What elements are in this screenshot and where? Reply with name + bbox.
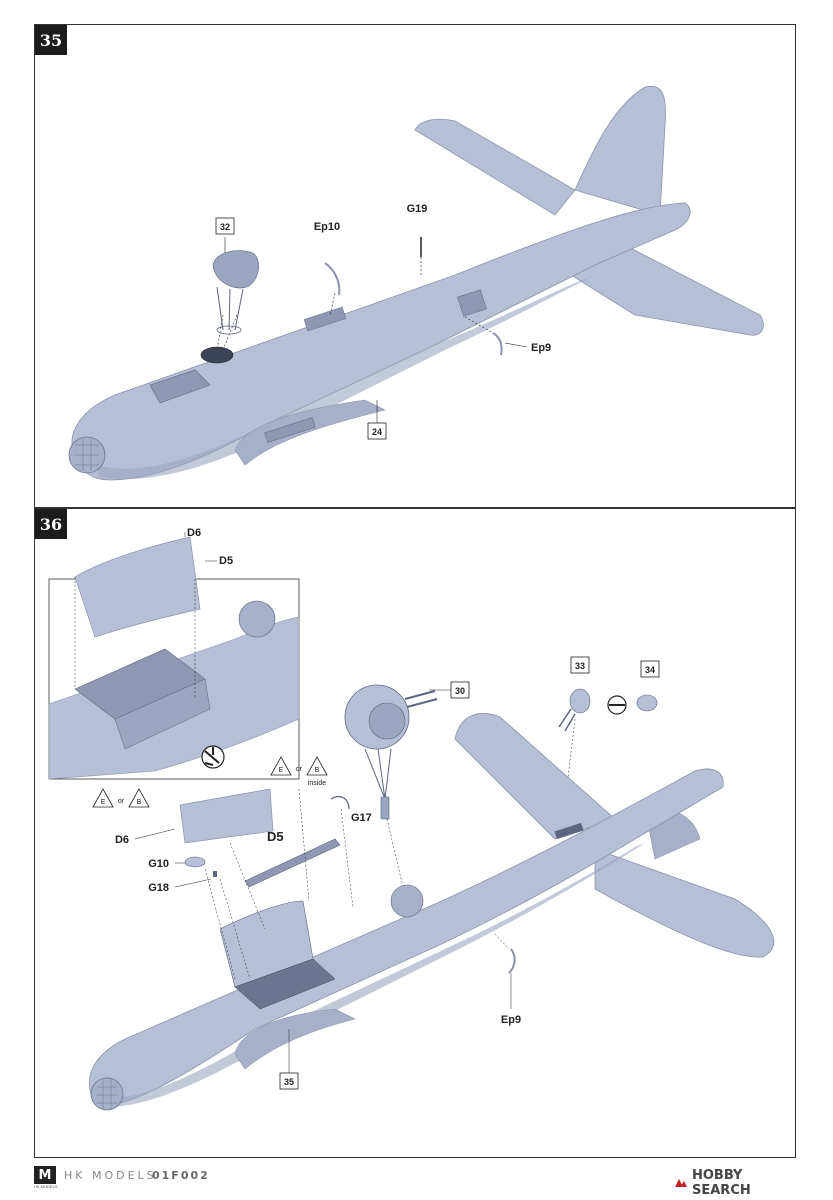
callout-33: 33 [575, 661, 585, 671]
label-d5: D5 [267, 829, 284, 844]
tail-fin [574, 85, 666, 216]
tail-cover-part [636, 694, 658, 712]
ep9-part [508, 948, 516, 974]
open-hatch [219, 900, 314, 988]
tail-gun-part [569, 688, 591, 714]
step-number: 35 [35, 25, 67, 55]
svg-text:E: E [101, 799, 106, 806]
hobby-search-watermark: HOBBY SEARCH [674, 1168, 794, 1198]
step-35-illustration: 32 Ep10 G19 Ep9 24 [68, 85, 764, 481]
page-footer: M HK MODELS HK MODELS 01F002 HOBBY SEARC… [34, 1166, 794, 1198]
svg-text:or: or [296, 766, 303, 773]
label-d5-top: D5 [219, 555, 233, 567]
g18-part [213, 871, 217, 877]
callout-box-32 [215, 217, 235, 235]
bay-interior [234, 958, 336, 1010]
label-g10: G10 [148, 858, 169, 870]
horizontal-stabilizer-left [414, 118, 576, 216]
legend-e-or-b-2: E or B inside [270, 756, 328, 787]
watermark-text: HOBBY SEARCH [692, 1168, 751, 1198]
ep10-part [324, 262, 341, 296]
label-g18: G18 [148, 882, 169, 894]
cockpit-canopy [149, 369, 211, 404]
label-g19: G19 [407, 203, 428, 215]
callout-box-33 [570, 656, 590, 674]
callout-box-35 [279, 1072, 299, 1090]
callout-24: 24 [372, 427, 382, 437]
callout-30: 30 [455, 686, 465, 696]
product-code: 01F002 [152, 1169, 210, 1182]
callout-box-24 [367, 422, 387, 440]
rotate-icon-2 [607, 695, 627, 715]
fuselage-slot [554, 822, 584, 840]
label-ep10: Ep10 [314, 221, 340, 233]
brand-name: HK MODELS [64, 1169, 157, 1182]
radio-hatch [303, 306, 347, 332]
logo-subtext: HK MODELS [34, 1184, 58, 1189]
svg-text:or: or [118, 798, 125, 805]
waist-window [457, 289, 487, 317]
svg-text:E: E [279, 767, 284, 774]
legend-e-or-b-1: E or B [92, 788, 150, 808]
svg-text:B: B [137, 799, 142, 806]
nose-cone [90, 1077, 124, 1111]
label-ep9: Ep9 [531, 342, 551, 354]
nose-glazing [97, 1079, 117, 1109]
svg-text:inside: inside [308, 780, 326, 787]
label-d6: D6 [115, 834, 129, 846]
hatch-panel-d6 [74, 536, 201, 638]
inset-fuselage [48, 600, 300, 780]
callout-box-30 [450, 681, 470, 699]
g10-part [184, 856, 206, 868]
turret-opening [200, 346, 234, 364]
wing-root-fairing [234, 1008, 356, 1070]
bomb-bay-detail [264, 417, 316, 443]
label-d6-top: D6 [187, 527, 201, 539]
g17-part [330, 796, 350, 810]
step-number: 36 [35, 509, 67, 539]
hatch-d6-exploded [179, 788, 274, 844]
ball-turret-assembly [344, 684, 438, 820]
callout-32: 32 [220, 222, 230, 232]
strip-d5 [244, 838, 341, 888]
step-36-illustration: D6 D5 E or B E or B inside D6 [48, 527, 775, 1111]
wing-right [594, 848, 775, 958]
svg-text:B: B [315, 767, 320, 774]
callout-35: 35 [284, 1077, 294, 1087]
nose-glazing [75, 439, 99, 471]
callout-34: 34 [645, 665, 655, 675]
step-36-panel: 36 D6 D5 E or B [34, 508, 796, 1158]
ball-turret-installed [390, 884, 424, 918]
step-35-panel: 35 32 [34, 24, 796, 508]
label-g17: G17 [351, 812, 372, 824]
wing-left [454, 713, 616, 840]
callout-box-34 [640, 660, 660, 678]
hk-logo-icon: M [34, 1166, 56, 1184]
hobby-search-logo-icon [674, 1177, 688, 1189]
rotate-icon [201, 745, 225, 769]
label-ep9: Ep9 [501, 1014, 521, 1026]
ep9-part [492, 332, 503, 356]
wing-root-fairing [234, 399, 386, 466]
top-turret-assembly [212, 250, 259, 335]
